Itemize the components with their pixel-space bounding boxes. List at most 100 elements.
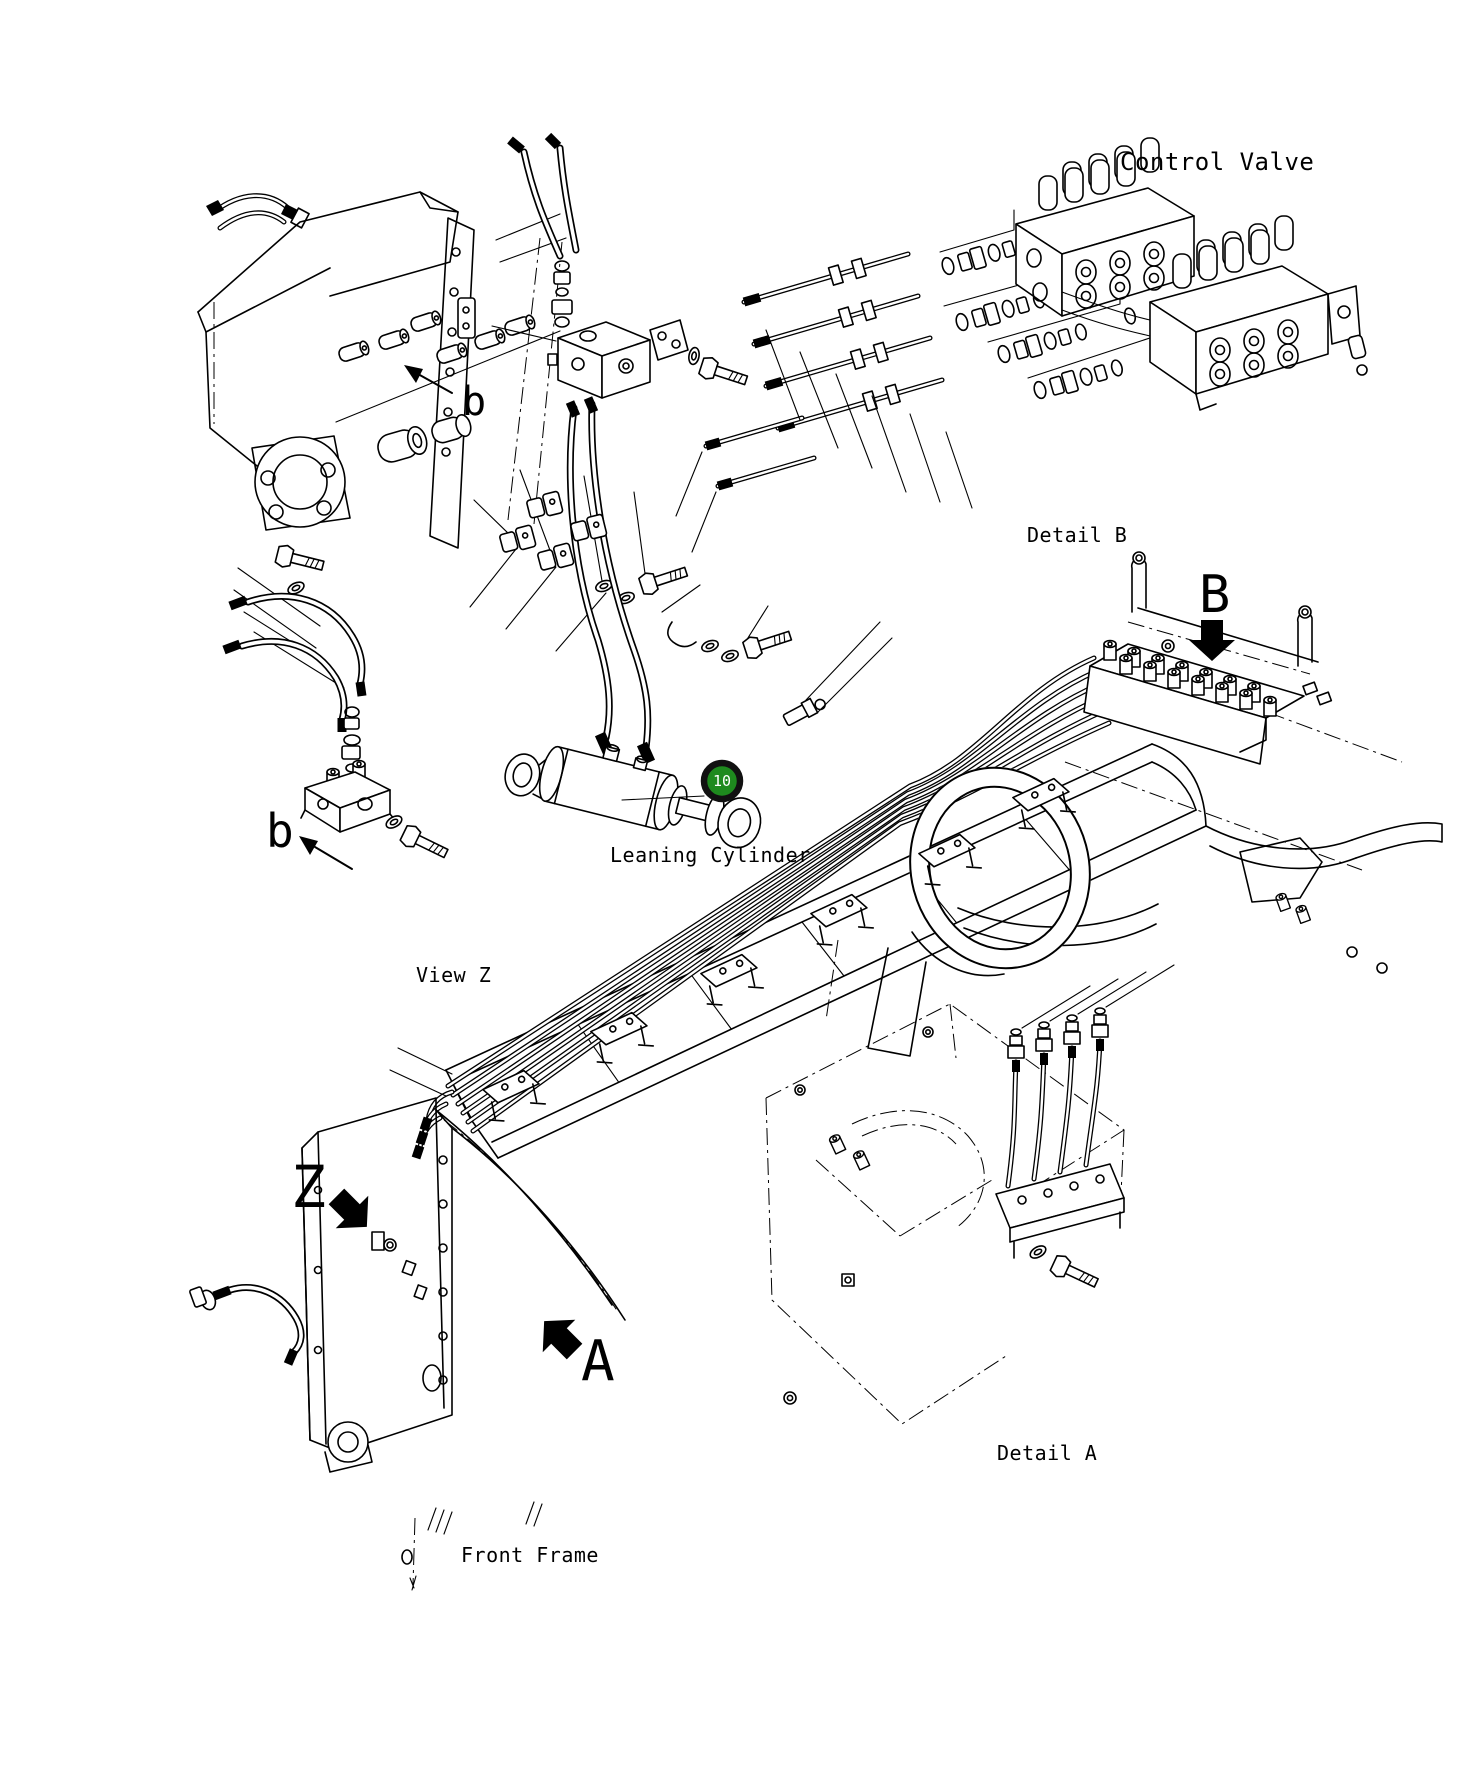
- fitting: [1065, 1021, 1079, 1032]
- hose-core: [568, 406, 612, 740]
- solenoid-cap: [1224, 237, 1244, 273]
- manifold-block: [547, 321, 651, 399]
- coupling: [884, 383, 901, 406]
- valve-bores: [1075, 241, 1165, 309]
- coupling: [850, 257, 867, 280]
- coupling: [827, 264, 844, 286]
- valve-section: [1215, 681, 1229, 703]
- valve-section: [1143, 660, 1157, 682]
- front-frame-plate: [189, 1097, 626, 1591]
- hose-core: [1084, 1039, 1102, 1167]
- leader-line: [1077, 971, 1147, 1015]
- arrow-b-upper: [404, 365, 423, 383]
- hose-core: [456, 682, 1102, 1106]
- hose-core: [776, 378, 944, 430]
- marker-b-lower: b: [266, 804, 294, 858]
- coupling: [837, 306, 854, 328]
- hose-core: [764, 336, 932, 388]
- fitting-nut: [1091, 1024, 1109, 1038]
- detail-a-assembly: [765, 964, 1175, 1425]
- bolt-hole: [438, 1243, 448, 1253]
- hose-core: [742, 252, 910, 304]
- pin: [378, 328, 410, 350]
- valve-bore: [1243, 352, 1265, 378]
- bolt-hole: [438, 1199, 448, 1209]
- hose-core: [704, 416, 804, 448]
- steering-ring: [909, 766, 1091, 977]
- valve-bore: [1109, 274, 1131, 300]
- leader-line: [1049, 978, 1119, 1022]
- callout-circle[interactable]: [700, 759, 744, 803]
- hose-core: [228, 1285, 303, 1354]
- hose-core: [522, 150, 562, 258]
- pin: [474, 328, 506, 350]
- marker-z: Z: [291, 1153, 326, 1221]
- arrow-view-z: [328, 1188, 369, 1229]
- frame-rib: [801, 921, 845, 977]
- fitting: [1009, 1035, 1023, 1046]
- bolt-hole: [438, 1287, 448, 1297]
- hose-core: [1058, 1046, 1074, 1174]
- callout-number: 10: [713, 772, 731, 790]
- marker-b: B: [1199, 565, 1230, 625]
- solenoid-cap: [1064, 167, 1084, 203]
- leader-line: [1021, 985, 1091, 1029]
- coupling: [849, 348, 866, 370]
- hose-bundle: [445, 655, 1112, 1134]
- hose-core: [451, 669, 1099, 1097]
- valve-bore: [1209, 361, 1231, 387]
- hose-core: [1006, 1060, 1018, 1188]
- marker-b-upper: b: [462, 379, 486, 425]
- valve-section: [1119, 653, 1133, 675]
- arrow-detail-b: [1189, 620, 1235, 661]
- bolt-hole: [313, 1345, 323, 1355]
- solenoid-cap: [1172, 253, 1192, 289]
- label-detail-b: Detail B: [1027, 523, 1127, 547]
- label-control-valve: Control Valve: [1120, 148, 1314, 176]
- frame-rib: [577, 1023, 620, 1083]
- control-valve-detail: [675, 137, 1368, 553]
- valve-section: [1263, 695, 1277, 717]
- coupling: [872, 341, 889, 364]
- hose-core: [716, 456, 816, 488]
- front-frame-member: [389, 551, 1443, 1160]
- solenoid-cap: [1198, 245, 1218, 281]
- valve-bore: [1143, 265, 1165, 291]
- hose-core: [1032, 1053, 1046, 1181]
- label-front-frame: Front Frame: [461, 1543, 599, 1567]
- hose-core: [461, 695, 1105, 1115]
- bolt-hole: [313, 1265, 323, 1275]
- hose-core: [218, 211, 286, 230]
- arrow-b-lower: [299, 836, 318, 855]
- coupling: [860, 299, 877, 322]
- hose-core: [240, 639, 346, 722]
- part-callout-10[interactable]: 10: [700, 759, 744, 803]
- solenoid-cap: [1090, 159, 1110, 195]
- bolt-hole: [313, 1185, 323, 1195]
- fitting: [1093, 1014, 1107, 1025]
- hose-core: [446, 656, 1096, 1088]
- solenoid-cap: [1250, 229, 1270, 265]
- hose-core: [752, 294, 920, 346]
- control-valve-hoses: [703, 251, 945, 491]
- leaning-valve: [300, 759, 396, 833]
- leader-line: [1105, 964, 1175, 1008]
- mounting-pins: [338, 310, 536, 364]
- marker-a: A: [581, 1329, 615, 1394]
- fitting-nut: [1007, 1045, 1025, 1059]
- view-z-assembly: [222, 542, 452, 865]
- frame-rib: [689, 972, 732, 1030]
- rear-frame-assembly: [197, 191, 563, 549]
- pin: [504, 314, 536, 336]
- leaning-cylinder-assembly: 10: [504, 743, 762, 849]
- fitting: [1066, 1014, 1078, 1022]
- coupling: [861, 390, 878, 412]
- detail-a-hoses: [1005, 964, 1175, 1189]
- pin: [436, 342, 468, 364]
- hose-core: [246, 594, 364, 686]
- solenoid-cap: [1038, 175, 1058, 211]
- valve-section: [1191, 674, 1205, 696]
- valve-section: [1103, 639, 1117, 661]
- fitting: [1038, 1021, 1050, 1029]
